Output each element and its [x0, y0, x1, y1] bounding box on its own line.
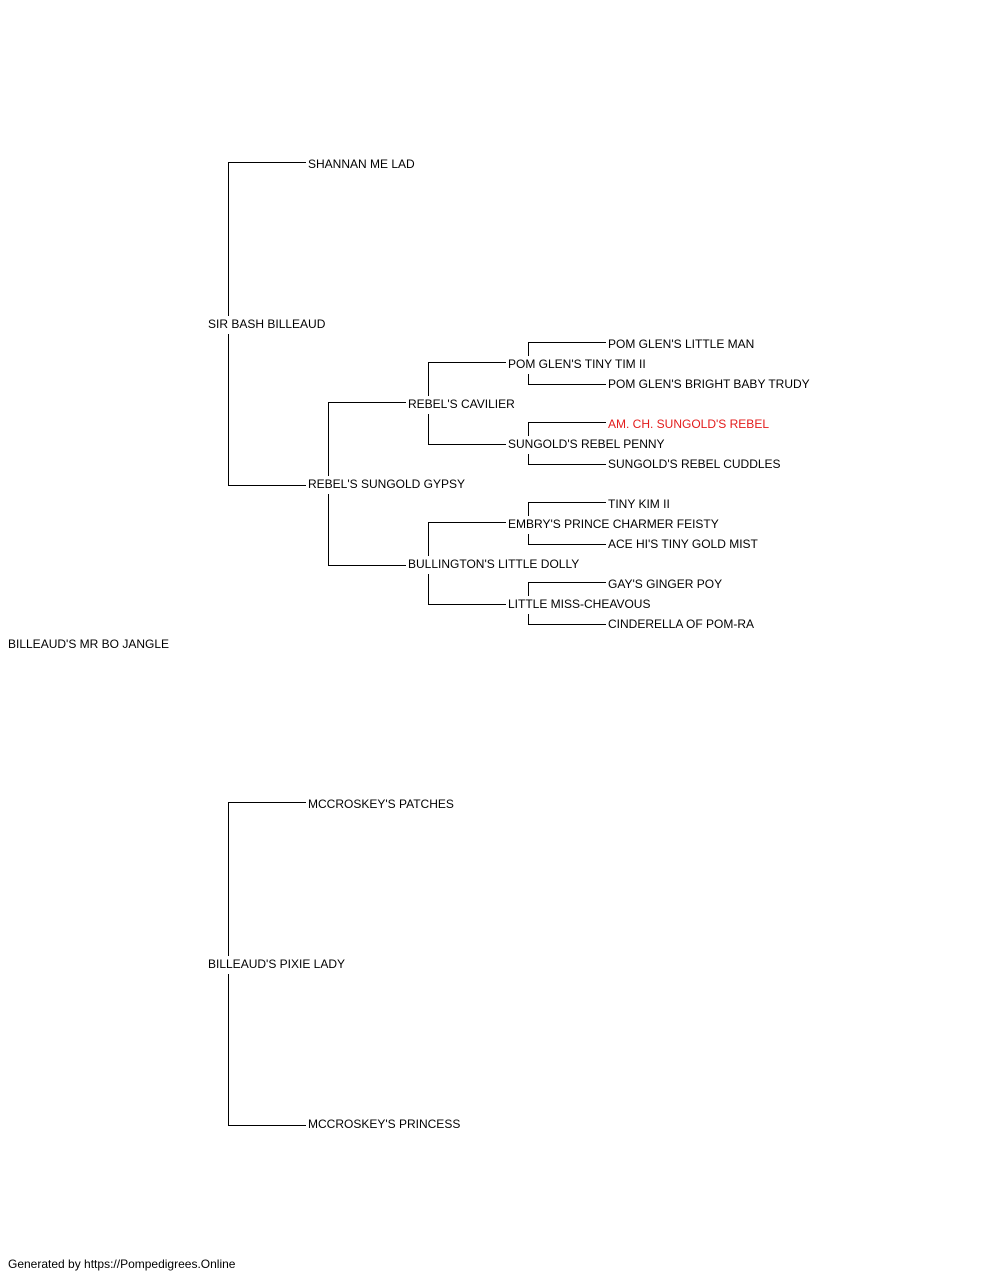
sire-name: SIR BASH BILLEAUD [208, 317, 328, 331]
connector-gypsy-to-rebels-cavilier [328, 402, 406, 476]
connector-cavilier-to-tiny-tim [428, 362, 506, 396]
connector-penny-to-rebel-cuddles [528, 454, 606, 465]
connector-cheavous-to-cinderella [528, 614, 606, 625]
connector-pixie-lady-to-patches [228, 802, 306, 956]
connector-sire-to-rebels-sungold-gypsy [228, 334, 306, 486]
generated-by-footer: Generated by https://Pompedigrees.Online [8, 1257, 236, 1271]
dam-name: BILLEAUD'S PIXIE LADY [208, 957, 348, 971]
paternal-granddam-name: REBEL'S SUNGOLD GYPSY [308, 477, 468, 491]
gen5-ancestor-name: SUNGOLD'S REBEL CUDDLES [608, 457, 783, 471]
maternal-grandsire-name: MCCROSKEY'S PATCHES [308, 797, 456, 811]
connector-pixie-lady-to-princess [228, 974, 306, 1126]
gen5-ancestor-name: TINY KIM II [608, 497, 672, 511]
connector-tiny-tim-to-bright-baby-trudy [528, 374, 606, 385]
connector-charmer-to-tiny-kim [528, 502, 606, 516]
connector-charmer-to-tiny-gold-mist [528, 534, 606, 545]
gen5-champion-ancestor-name: AM. CH. SUNGOLD'S REBEL [608, 417, 771, 431]
gen5-ancestor-name: GAY'S GINGER POY [608, 577, 725, 591]
paternal-grandsire-name: SHANNAN ME LAD [308, 157, 417, 171]
gen4-ancestor-name: LITTLE MISS-CHEAVOUS [508, 597, 653, 611]
great-granddam-name: BULLINGTON'S LITTLE DOLLY [408, 557, 582, 571]
connector-sire-to-shannan-me-lad [228, 162, 306, 316]
gen4-ancestor-name: SUNGOLD'S REBEL PENNY [508, 437, 667, 451]
maternal-granddam-name: MCCROSKEY'S PRINCESS [308, 1117, 463, 1131]
connector-penny-to-sungolds-rebel [528, 422, 606, 436]
subject-name: BILLEAUD'S MR BO JANGLE [8, 637, 172, 651]
gen5-ancestor-name: POM GLEN'S BRIGHT BABY TRUDY [608, 377, 812, 391]
connector-dolly-to-miss-cheavous [428, 574, 506, 605]
connector-dolly-to-prince-charmer [428, 522, 506, 556]
gen5-ancestor-name: ACE HI'S TINY GOLD MIST [608, 537, 760, 551]
great-grandsire-name: REBEL'S CAVILIER [408, 397, 517, 411]
connector-cheavous-to-ginger-poy [528, 582, 606, 596]
connector-tiny-tim-to-little-man [528, 342, 606, 356]
gen5-ancestor-name: CINDERELLA OF POM-RA [608, 617, 757, 631]
connector-gypsy-to-bullingtons-little-dolly [328, 494, 406, 566]
gen4-ancestor-name: EMBRY'S PRINCE CHARMER FEISTY [508, 517, 721, 531]
connector-cavilier-to-rebel-penny [428, 414, 506, 445]
gen5-ancestor-name: POM GLEN'S LITTLE MAN [608, 337, 757, 351]
gen4-ancestor-name: POM GLEN'S TINY TIM II [508, 357, 648, 371]
